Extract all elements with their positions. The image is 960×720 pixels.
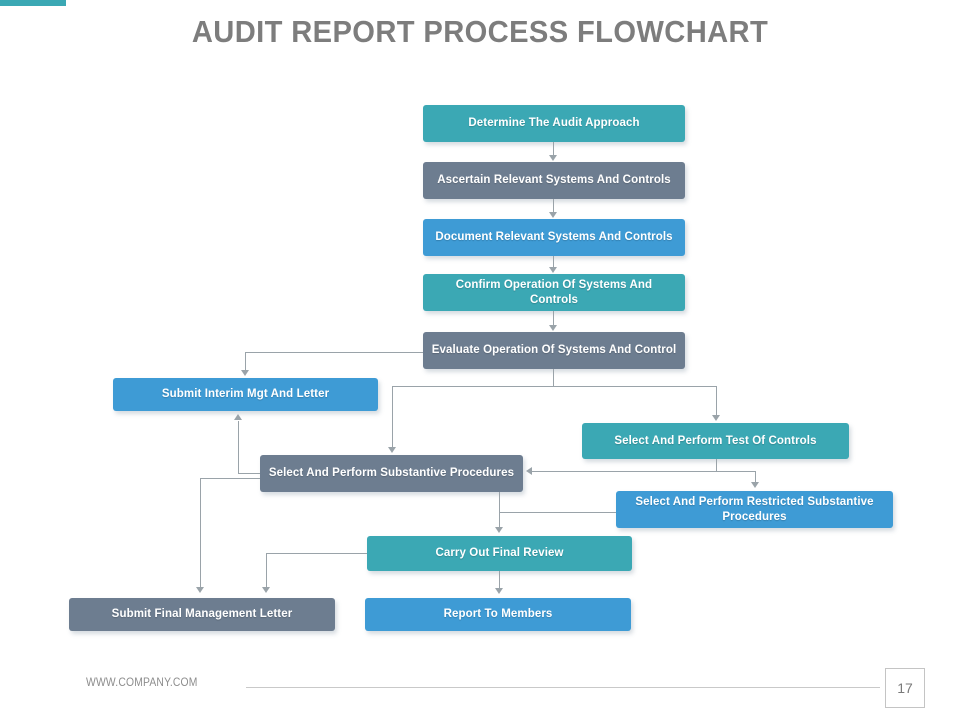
arrowhead-substantive-to-final-review	[495, 527, 503, 533]
arrowhead-final-review-to-final-letter	[262, 587, 270, 593]
arrowhead-ascertain-to-document	[549, 212, 557, 218]
arrowhead-confirm-to-evaluate	[549, 325, 557, 331]
arrowhead-substantive-to-final-letter	[196, 587, 204, 593]
edge-substantive-to-final-letter-vertical	[200, 478, 201, 588]
arrowhead-document-to-confirm	[549, 267, 557, 273]
edge-evaluate-to-interim-vertical	[245, 352, 246, 371]
edge-substantive-to-interim-vertical	[238, 421, 239, 473]
arrowhead-test-of-controls-to-substantive	[526, 467, 532, 475]
edge-final-review-to-report	[499, 571, 500, 589]
arrowhead-substantive-to-interim	[234, 414, 242, 420]
edge-document-to-confirm	[553, 256, 554, 268]
edge-determine-to-ascertain	[553, 142, 554, 156]
accent-bar	[0, 0, 66, 6]
edge-ascertain-to-document	[553, 199, 554, 213]
node-select-perform-test-of-controls[interactable]: Select And Perform Test Of Controls	[582, 423, 849, 459]
node-select-perform-restricted-substantive[interactable]: Select And Perform Restricted Substantiv…	[616, 491, 893, 528]
arrowhead-determine-to-ascertain	[549, 155, 557, 161]
node-report-to-members[interactable]: Report To Members	[365, 598, 631, 631]
node-ascertain-relevant-systems[interactable]: Ascertain Relevant Systems And Controls	[423, 162, 685, 199]
node-submit-final-management-letter[interactable]: Submit Final Management Letter	[69, 598, 335, 631]
node-document-relevant-systems[interactable]: Document Relevant Systems And Controls	[423, 219, 685, 256]
edge-test-of-controls-bottom-stub	[716, 459, 717, 471]
arrowhead-final-review-to-report	[495, 588, 503, 594]
footer-divider	[246, 687, 880, 688]
edge-evaluate-split-bus	[392, 386, 717, 387]
edge-evaluate-bottom-stub	[553, 369, 554, 386]
arrowhead-bus-to-substantive	[388, 447, 396, 453]
arrowhead-test-of-controls-to-restricted	[751, 482, 759, 488]
edge-final-review-to-final-letter-vertical	[266, 553, 267, 588]
edge-confirm-to-evaluate	[553, 311, 554, 326]
node-submit-interim-mgt-letter[interactable]: Submit Interim Mgt And Letter	[113, 378, 378, 411]
arrowhead-evaluate-to-interim	[241, 370, 249, 376]
node-evaluate-operation-of-systems[interactable]: Evaluate Operation Of Systems And Contro…	[423, 332, 685, 369]
page-number: 17	[885, 668, 925, 708]
edge-test-of-controls-to-restricted-horizontal	[716, 471, 755, 472]
edge-bus-to-test-of-controls	[716, 386, 717, 416]
arrowhead-bus-to-test-of-controls	[712, 415, 720, 421]
node-confirm-operation-of-systems[interactable]: Confirm Operation Of Systems And Control…	[423, 274, 685, 311]
edge-evaluate-to-interim-horizontal	[245, 352, 423, 353]
footer-website[interactable]: WWW.COMPANY.COM	[86, 677, 198, 689]
edge-bus-to-substantive	[392, 386, 393, 448]
node-select-perform-substantive-procedures[interactable]: Select And Perform Substantive Procedure…	[260, 455, 523, 492]
page-title: AUDIT REPORT PROCESS FLOWCHART	[191, 14, 769, 49]
edge-final-review-to-final-letter-horizontal	[266, 553, 367, 554]
edge-test-of-controls-to-restricted-vertical	[755, 471, 756, 483]
edge-restricted-to-final-review	[499, 512, 616, 513]
edge-substantive-to-final-review	[499, 492, 500, 528]
edge-substantive-to-final-letter-horizontal	[200, 478, 260, 479]
node-determine-audit-approach[interactable]: Determine The Audit Approach	[423, 105, 685, 142]
node-carry-out-final-review[interactable]: Carry Out Final Review	[367, 536, 632, 571]
edge-test-of-controls-to-substantive	[532, 471, 716, 472]
edge-substantive-to-interim-horizontal	[238, 473, 260, 474]
